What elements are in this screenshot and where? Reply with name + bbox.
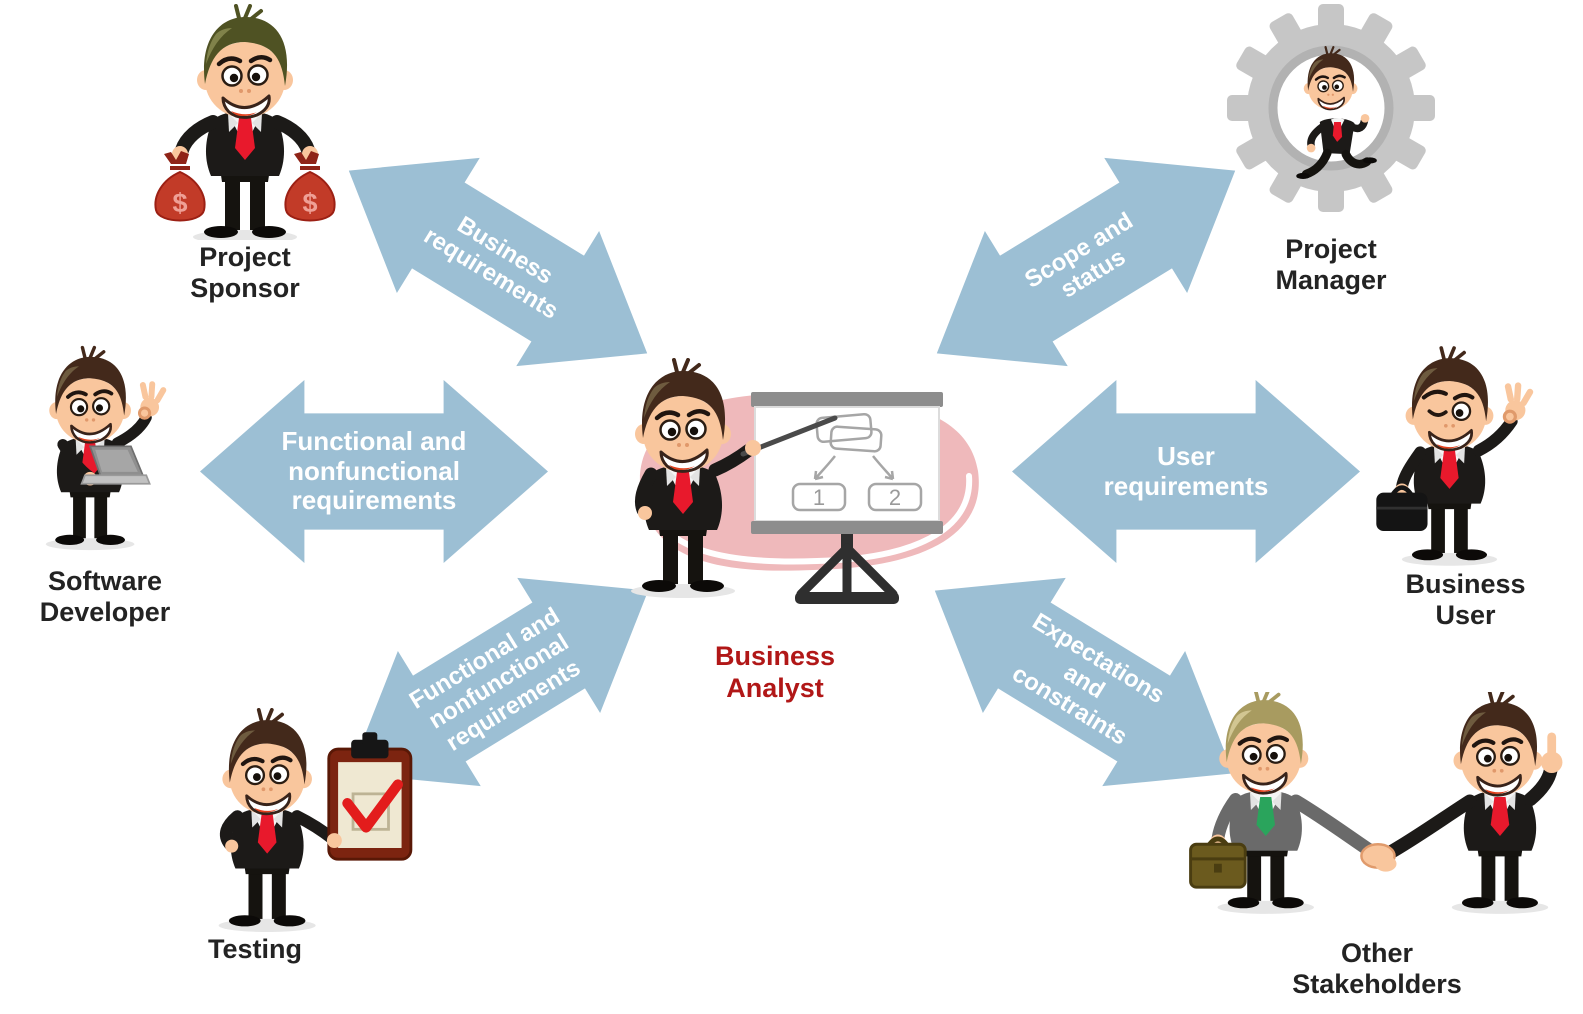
clipboard-icon xyxy=(327,732,413,861)
board-box-1-label: 1 xyxy=(813,485,825,510)
ok-hand-icon xyxy=(139,384,163,418)
double-arrow-icon xyxy=(1012,379,1360,564)
node-project-manager: Project Manager xyxy=(1225,4,1437,297)
arrow-functional-nonfunctional-testing: Functional and nonfunctional requirement… xyxy=(307,521,690,842)
arrow-label: User requirements xyxy=(1103,440,1269,501)
node-other-stakeholders: Other Stakeholders xyxy=(1172,692,1582,1001)
double-arrow-icon xyxy=(348,157,648,367)
briefcase-icon xyxy=(1189,836,1247,889)
man-wink-briefcase-icon xyxy=(1376,345,1573,566)
node-label-project-sponsor: Project Sponsor xyxy=(190,242,300,304)
arrow-label: Functional and nonfunctional requirement… xyxy=(281,426,467,516)
double-arrow-icon xyxy=(936,157,1236,367)
thumbs-up-icon xyxy=(1540,732,1563,774)
node-software-developer: Software Developer xyxy=(5,332,205,629)
handshake-icon xyxy=(1360,843,1397,872)
node-label-business-analyst: Business Analyst xyxy=(714,641,836,704)
man-in-gear-icon xyxy=(1227,4,1435,212)
arrow-business-requirements: Business requirements xyxy=(306,101,689,422)
node-label-software-developer: Software Developer xyxy=(39,566,171,628)
man-clipboard-check-icon xyxy=(218,708,413,932)
node-testing: Testing xyxy=(165,708,430,965)
double-arrow-icon xyxy=(200,379,548,564)
arrow-functional-nonfunctional-developer: Functional and nonfunctional requirement… xyxy=(200,378,548,565)
ok-hand-icon xyxy=(1504,386,1530,423)
arrow-user-requirements: User requirements xyxy=(1012,378,1360,565)
laptop-icon xyxy=(80,445,151,485)
presenter-whiteboard-icon xyxy=(631,358,838,598)
node-business-user: Business User xyxy=(1358,345,1573,632)
node-business-analyst: 1 2 Business Analyst xyxy=(575,350,995,715)
whiteboard-icon: 1 2 xyxy=(751,392,943,604)
running-man-icon xyxy=(1296,45,1377,180)
flowchart-sketch xyxy=(791,412,923,512)
arrow-expectations-constraints: Expectations and constraints xyxy=(892,521,1275,842)
man-laptop-ok-icon xyxy=(45,345,205,551)
briefcase-icon xyxy=(1376,485,1428,532)
node-label-other-stakeholders: Other Stakeholders xyxy=(1292,938,1462,1000)
arrow-scope-and-status: Scope and status xyxy=(894,101,1277,422)
man-money-bags-icon xyxy=(153,4,337,240)
node-project-sponsor: Project Sponsor xyxy=(140,4,350,305)
checkmark-icon xyxy=(342,779,403,833)
board-box-2-label: 2 xyxy=(889,485,901,510)
node-label-business-user: Business User xyxy=(1405,569,1526,631)
double-arrow-icon xyxy=(934,577,1234,787)
money-bag-icon xyxy=(283,149,337,223)
node-label-project-manager: Project Manager xyxy=(1275,234,1387,296)
node-label-testing: Testing xyxy=(208,934,302,964)
double-arrow-icon xyxy=(349,577,649,787)
money-bag-icon xyxy=(153,149,207,223)
two-men-handshake-icon xyxy=(1189,692,1563,914)
